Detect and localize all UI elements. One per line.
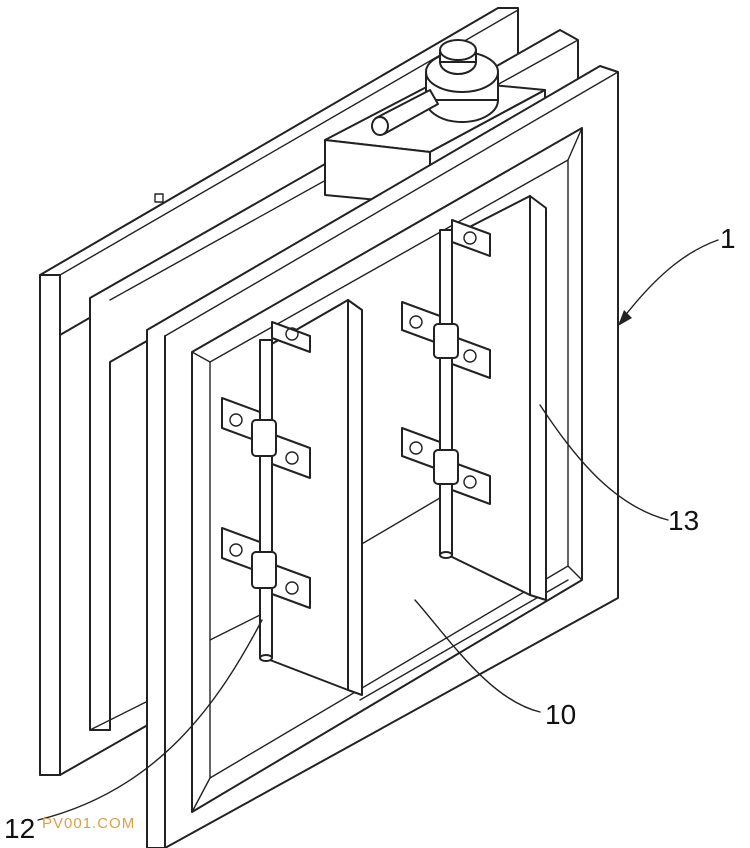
left-hinge-upper bbox=[221, 397, 311, 479]
label-10: 10 bbox=[545, 699, 576, 730]
right-hinge-upper bbox=[401, 301, 491, 379]
right-top-bracket bbox=[451, 219, 491, 257]
right-blade bbox=[447, 195, 547, 601]
label-12: 12 bbox=[4, 813, 35, 844]
right-shaft bbox=[439, 229, 453, 559]
left-shaft bbox=[259, 339, 273, 662]
leader-1 bbox=[618, 239, 719, 326]
left-blade bbox=[269, 299, 363, 696]
leader-10 bbox=[414, 599, 541, 713]
leader-13 bbox=[539, 404, 669, 521]
right-hinge-lower bbox=[401, 427, 491, 505]
left-top-bracket bbox=[271, 321, 311, 353]
leader-12 bbox=[37, 619, 263, 821]
label-1: 1 bbox=[720, 223, 736, 254]
watermark: PV001.COM bbox=[42, 815, 135, 832]
label-13: 13 bbox=[668, 505, 699, 536]
left-hinge-lower bbox=[221, 527, 311, 609]
